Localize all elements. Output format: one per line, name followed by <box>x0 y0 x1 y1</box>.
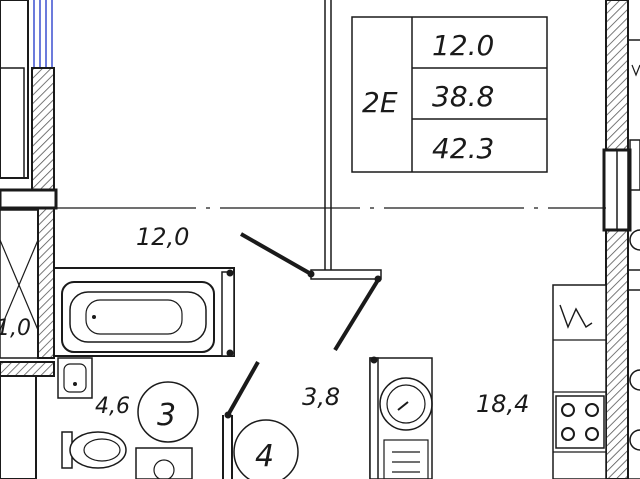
hall-closet <box>369 356 433 479</box>
hall-area-label: 3,8 <box>302 383 340 411</box>
left-wall-band <box>0 188 58 210</box>
wash-basin <box>57 357 93 399</box>
kitchen-counter <box>552 284 607 479</box>
room-4-marker <box>233 419 299 479</box>
top-left-cabinet <box>0 0 53 179</box>
corridor-partition <box>310 0 382 280</box>
room-left-area-label: 1,0 <box>0 316 31 341</box>
right-wall <box>605 0 629 479</box>
left-wall-lower <box>37 207 55 359</box>
room-3-number: 3 <box>157 398 176 433</box>
bath-area-label: 4,6 <box>95 394 130 419</box>
left-bottom-frame <box>0 375 37 479</box>
washing-machine <box>135 447 193 479</box>
room-a-area-label: 12,0 <box>136 223 189 251</box>
apartment-type-label: 2E <box>362 86 398 119</box>
bathtub <box>61 281 215 353</box>
apartment-area-table: 2E 12.0 38.8 42.3 <box>351 16 548 173</box>
door-leaf-1 <box>240 232 312 276</box>
gross-area-value: 42.3 <box>432 132 494 165</box>
door-leaf-3 <box>226 361 260 416</box>
total-area-value: 38.8 <box>432 80 494 113</box>
left-wall-upper <box>31 67 55 191</box>
cooktop <box>555 395 605 449</box>
left-ventilation-shaft <box>0 209 39 359</box>
left-wall-bottom <box>0 361 55 377</box>
room-3-marker <box>137 381 199 443</box>
room-4-number: 4 <box>255 439 274 474</box>
kitchen-vent-icon <box>559 304 593 329</box>
living-area-value: 12.0 <box>432 29 494 62</box>
bathroom-walls <box>53 267 235 479</box>
door-leaf-2 <box>333 278 380 352</box>
right-edge-appliances <box>627 39 640 479</box>
toilet <box>61 431 127 469</box>
kitchen-area-label: 18,4 <box>476 390 529 418</box>
